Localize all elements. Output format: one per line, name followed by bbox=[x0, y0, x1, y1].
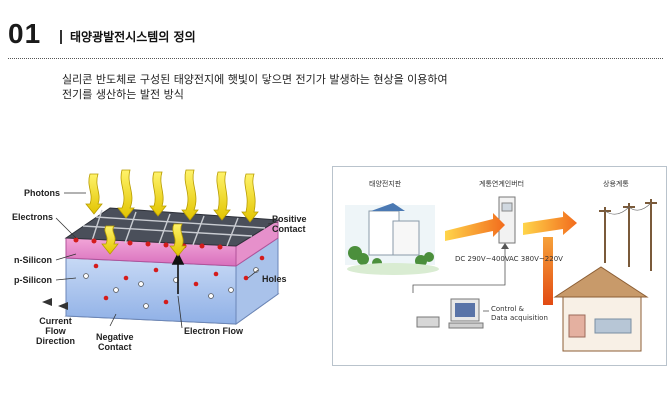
section-header: 01 태양광발전시스템의 정의 bbox=[8, 18, 663, 59]
section-title: 태양광발전시스템의 정의 bbox=[70, 30, 196, 44]
grid-system-illustration bbox=[345, 196, 657, 352]
label-n-silicon: n-Silicon bbox=[14, 255, 52, 265]
description-line-2: 전기를 생산하는 발전 방식 bbox=[62, 88, 184, 101]
label-inverter: 계통연계인버터 bbox=[479, 180, 525, 188]
label-control-data: Control & Data acquisition bbox=[491, 305, 548, 322]
label-positive-contact: Positive Contact bbox=[272, 214, 307, 234]
label-photons: Photons bbox=[24, 188, 60, 198]
label-current-flow: Current Flow Direction bbox=[36, 316, 76, 346]
label-ac-range: AC 380V~220V bbox=[509, 255, 563, 263]
solar-cell-diagram: Photons Electrons n-Silicon p-Silicon Cu… bbox=[6, 166, 324, 352]
section-number: 01 bbox=[8, 18, 42, 49]
label-grid: 상용계통 bbox=[603, 180, 629, 188]
label-electron-flow: Electron Flow bbox=[184, 326, 244, 336]
header-dotted-rule bbox=[8, 58, 663, 59]
description-line-1: 실리콘 반도체로 구성된 태양전지에 햇빛이 닿으면 전기가 발생하는 현상을 … bbox=[62, 73, 448, 86]
header-divider bbox=[60, 30, 62, 44]
label-p-silicon: p-Silicon bbox=[14, 275, 52, 285]
label-holes: Holes bbox=[262, 274, 287, 284]
solar-cell-illustration bbox=[42, 169, 280, 329]
label-solar-panel: 태양전지판 bbox=[369, 180, 402, 188]
description: 실리콘 반도체로 구성된 태양전지에 햇빛이 닿으면 전기가 발생하는 현상을 … bbox=[62, 72, 622, 102]
grid-system-diagram: 태양전지판 계통연계인버터 상용계통 DC 290V~400V AC 380V~… bbox=[332, 166, 667, 366]
label-negative-contact: Negative Contact bbox=[96, 332, 134, 352]
label-dc-range: DC 290V~400V bbox=[455, 255, 510, 263]
label-electrons: Electrons bbox=[12, 212, 54, 222]
